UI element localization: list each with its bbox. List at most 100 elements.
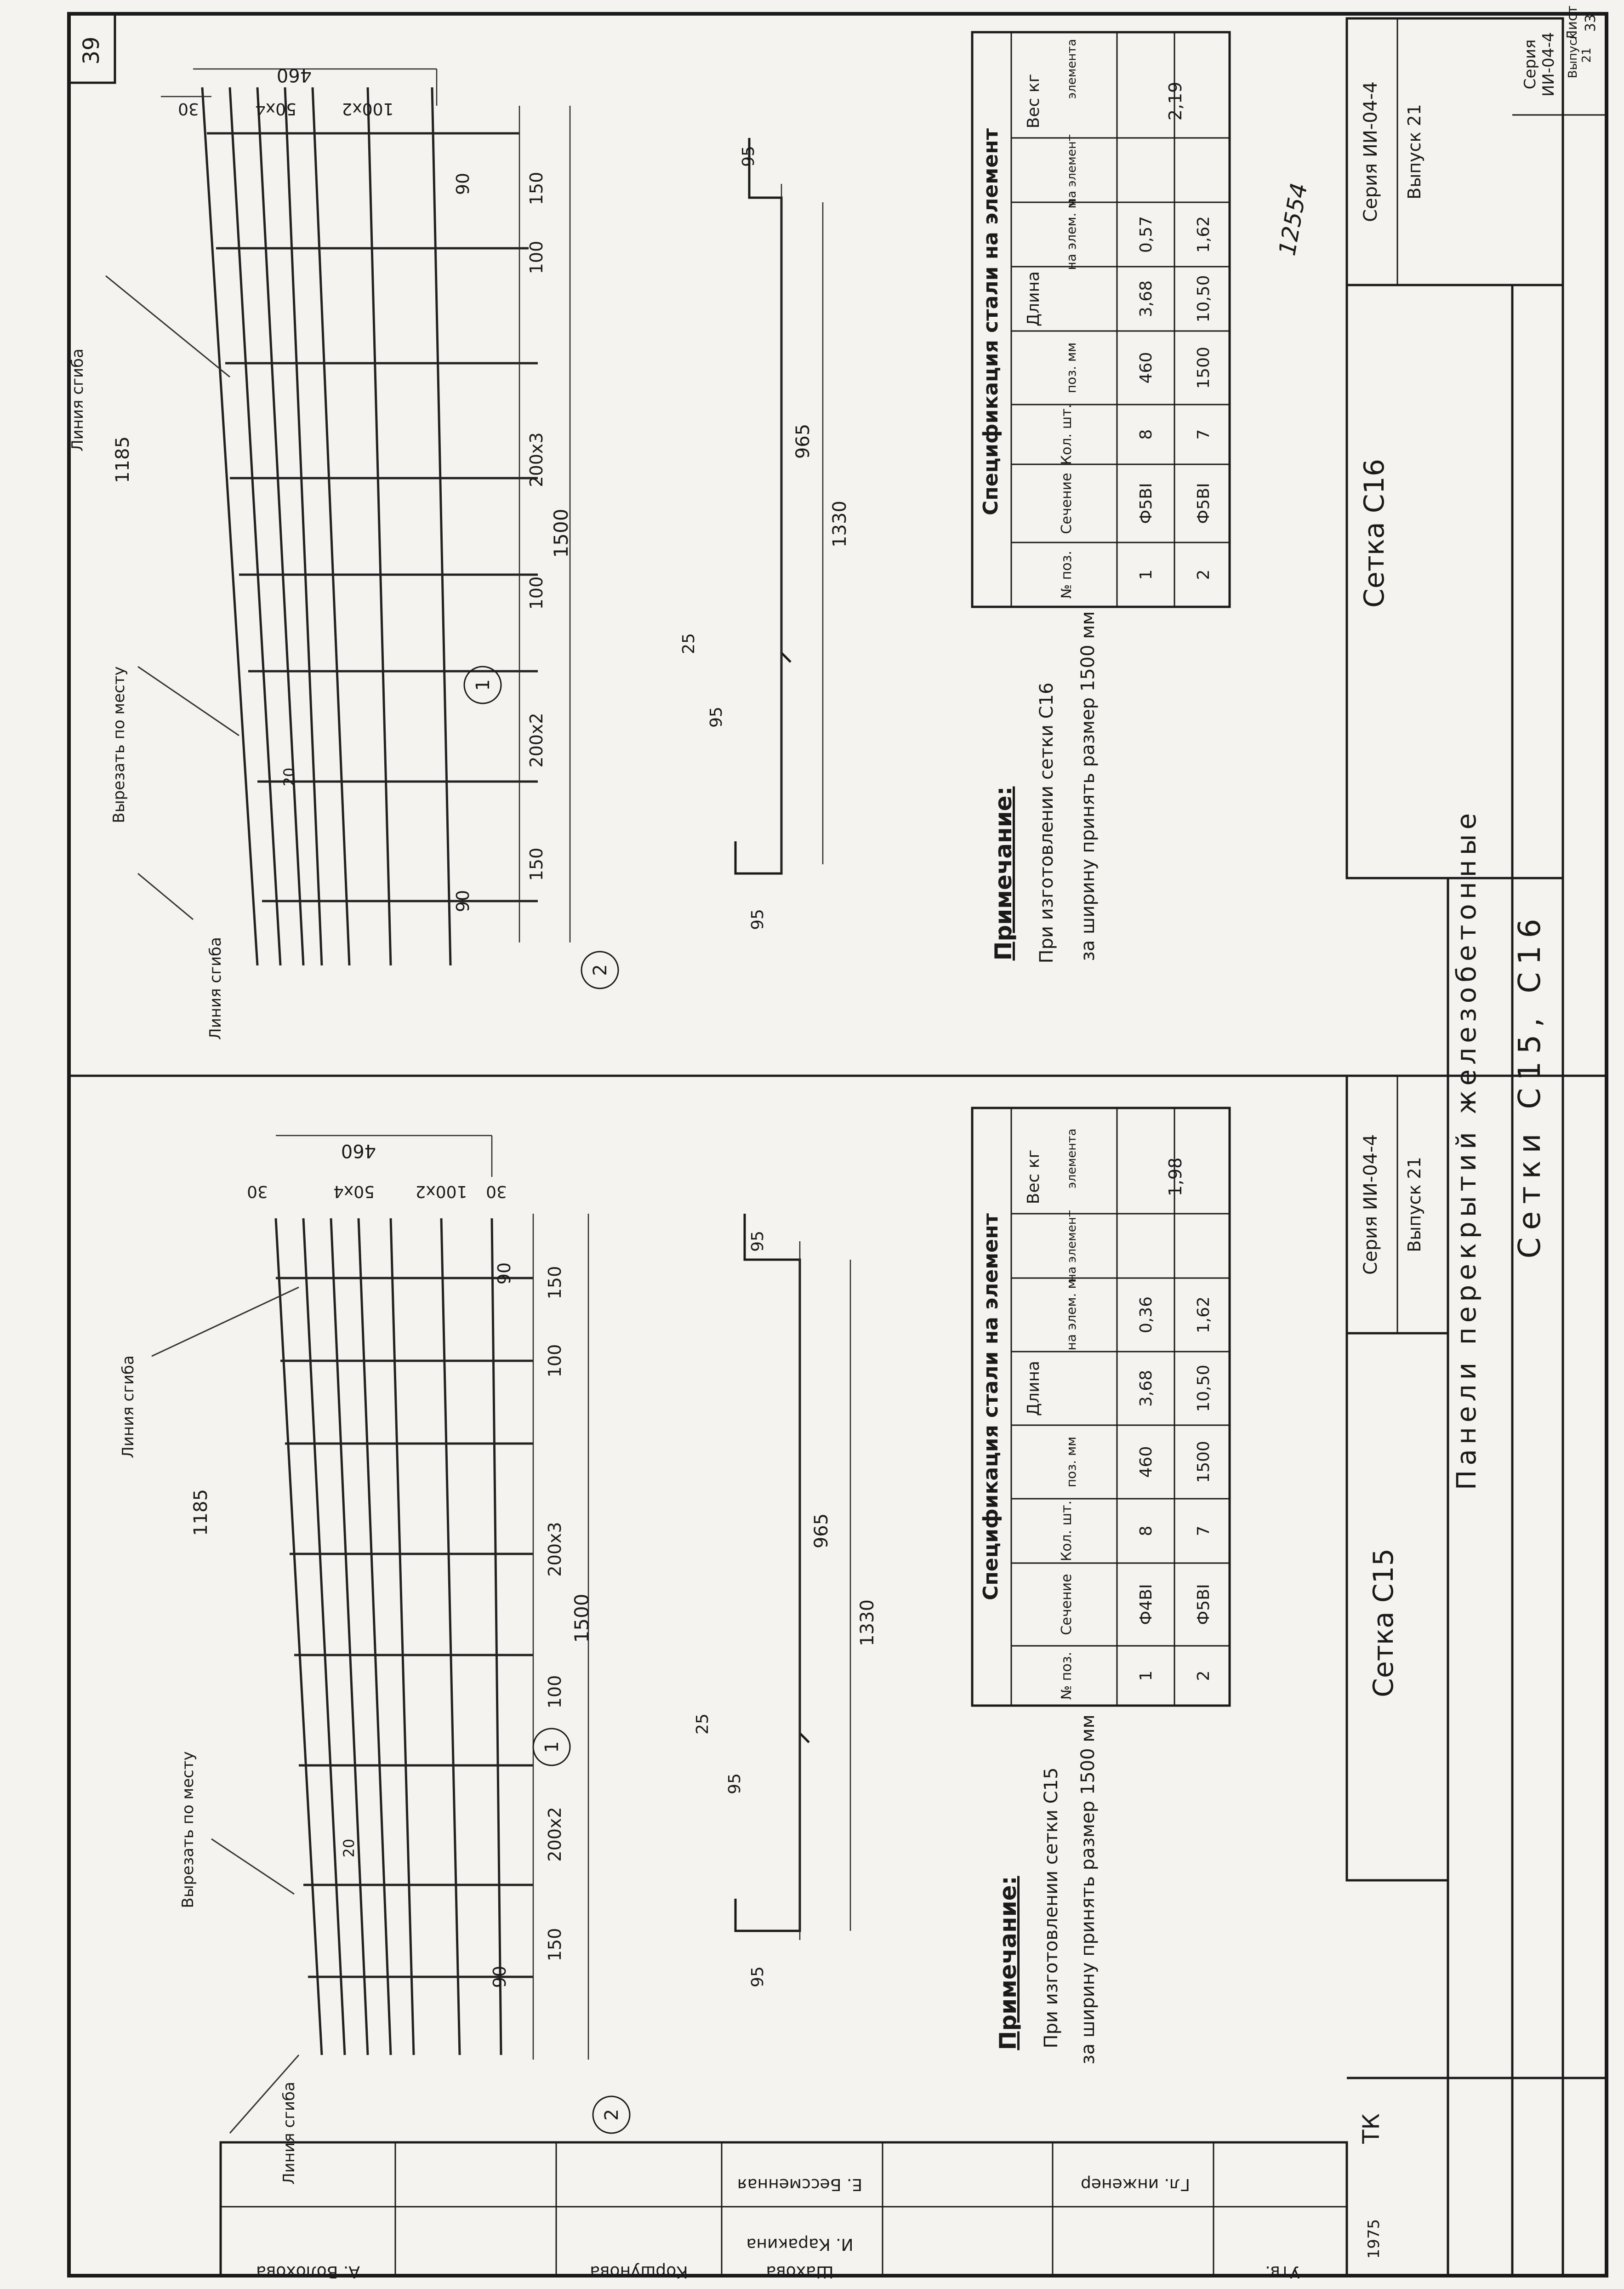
- note-c16: Примечание: При изготовлении сетки С16 з…: [990, 611, 1099, 963]
- org-code: ТК: [1358, 2113, 1385, 2144]
- spec-c16-total-weight: 2,19: [1165, 82, 1185, 121]
- c16-dim-150b: 150: [526, 172, 547, 205]
- c15-dim-200x3: 200x3: [545, 1522, 565, 1576]
- svg-text:1: 1: [541, 1741, 563, 1752]
- spec-c15-r2-qty: 7: [1194, 1526, 1213, 1536]
- issue-c16: Выпуск 21: [1404, 104, 1425, 200]
- spec-c15-r1-w-elem: 0,36: [1137, 1296, 1156, 1333]
- c16-label-cut: Вырезать по месту: [110, 666, 128, 823]
- spec-c15-r1-section: Ф4ВI: [1137, 1584, 1156, 1625]
- spec-c16-h-section: Сечение: [1059, 473, 1075, 534]
- title-block: 12554 Серия ИИ-04-4 Выпуск 21 Сетка С16 …: [1274, 6, 1607, 2276]
- c16-dim-200x3: 200x3: [526, 432, 547, 487]
- spec-c16-r2-section: Ф5ВI: [1194, 483, 1213, 524]
- spec-c15-title: Спецификация стали на элемент: [979, 1213, 1003, 1600]
- c15-dim-100x2: 100x2: [416, 1182, 467, 1201]
- sheet-number-box: 39: [68, 12, 116, 84]
- note-c15-line2: за ширину принять размер 1500 мм: [1077, 1714, 1099, 2064]
- spec-table-c16: Спецификация стали на элемент № поз. Сеч…: [971, 31, 1231, 608]
- c15-dim-100a: 100: [545, 1675, 565, 1709]
- spec-c15-h-len-elem: на элем. м: [1064, 1279, 1079, 1351]
- c15-profile-1330: 1330: [857, 1599, 878, 1646]
- c16-dim-20: 20: [280, 768, 298, 787]
- c16-dim-50x4: 50x4: [255, 99, 296, 118]
- c16-dim-1500: 1500: [550, 509, 572, 558]
- spec-c16-r2-len-pos: 1500: [1194, 347, 1213, 389]
- signature-row3: И. Каракина: [746, 2235, 853, 2254]
- c16-dim-100x2: 100x2: [342, 99, 394, 118]
- spec-table-c15: Спецификация стали на элемент № поз. Сеч…: [971, 1107, 1231, 1707]
- title-c15: Сетка С15: [1368, 1548, 1400, 1697]
- mesh-c16-bars-transverse: [201, 87, 452, 966]
- note-c16-heading: Примечание:: [990, 786, 1017, 960]
- mesh-c15-bars-longitudinal: [276, 1277, 533, 1978]
- spec-c16-r2-len-elem: 10,50: [1194, 275, 1213, 322]
- stamp-number: 12554: [1274, 181, 1313, 258]
- c16-profile-95a: 95: [739, 146, 758, 167]
- c15-dim-90: 90: [490, 1966, 510, 1988]
- spec-c16-h-w-elem: на элемент: [1065, 134, 1079, 206]
- svg-text:2: 2: [590, 964, 611, 976]
- c15-dim-20: 20: [340, 1839, 358, 1858]
- spec-c16-r2-pos: 2: [1194, 570, 1213, 580]
- spec-c15-h-w-total: элемента: [1065, 1129, 1079, 1189]
- c15-dim-1185: 1185: [190, 1489, 211, 1536]
- c15-dim-150b: 150: [545, 1266, 565, 1300]
- spec-c16-r1-len-pos: 460: [1137, 352, 1156, 384]
- issue-value: 21: [1580, 47, 1594, 63]
- signature-row5: Коршунова: [590, 2262, 688, 2281]
- c15-position-marker-2: 2: [592, 2095, 631, 2134]
- issue-c15: Выпуск 21: [1404, 1157, 1425, 1252]
- c16-dim-30: 30: [178, 99, 199, 118]
- c15-dim-100b: 100: [545, 1344, 565, 1378]
- spec-c15-h-weight: Вес кг: [1024, 1150, 1043, 1204]
- mesh-c15-dimensions: 460 30 50x4 100x2 30 1500 90 150 200x2 1…: [190, 1135, 593, 2060]
- series-c16: Серия ИИ-04-4: [1360, 81, 1381, 222]
- series-value: ИИ-04-4: [1539, 32, 1558, 97]
- spec-c16-h-len-elem: на элем. м: [1064, 199, 1079, 270]
- spec-c16-r1-section: Ф5ВI: [1137, 483, 1156, 524]
- spec-c16-r1-w-elem: 0,57: [1137, 216, 1156, 253]
- signature-row1: Гл. инженер: [1081, 2175, 1190, 2194]
- c15-dim-50x4: 50x4: [333, 1182, 375, 1201]
- note-c16-line2: за ширину принять размер 1500 мм: [1077, 611, 1099, 961]
- c16-profile-965: 965: [792, 424, 814, 459]
- c15-dim-90b: 90: [494, 1262, 514, 1284]
- spec-c15-total-weight: 1,98: [1165, 1158, 1185, 1197]
- spec-c16-h-qty: Кол. шт.: [1059, 404, 1075, 465]
- signature-row4: Шахова: [766, 2262, 833, 2281]
- spec-c16-r2-qty: 7: [1194, 429, 1213, 440]
- spec-c16-h-len-pos: поз. мм: [1064, 342, 1079, 393]
- main-title-line2: Сетки С15, С16: [1512, 912, 1547, 1259]
- spec-c16-title: Спецификация стали на элемент: [979, 128, 1003, 515]
- c15-profile-95c: 95: [748, 1966, 767, 1987]
- sheet-number: 39: [79, 36, 104, 64]
- c15-profile-95a: 95: [748, 1231, 767, 1252]
- c15-dim-200x2: 200x2: [545, 1807, 565, 1861]
- svg-text:2: 2: [601, 2109, 622, 2120]
- c16-profile-25: 25: [679, 633, 698, 654]
- spec-c15-r1-len-elem: 3,68: [1137, 1370, 1156, 1407]
- mesh-c16-dimensions: 460 50x4 100x2 30 1500 90 150 200x2 100 …: [112, 64, 572, 942]
- spec-c15-r2-len-elem: 10,50: [1194, 1364, 1213, 1412]
- spec-c15-r1-pos: 1: [1137, 1671, 1156, 1681]
- signature-row7: Утв.: [1265, 2262, 1300, 2281]
- signature-block: Гл. инженер Е. Бессменная И. Каракина Ша…: [219, 2141, 1348, 2281]
- spec-c16-r2-w-elem: 1,62: [1194, 216, 1213, 253]
- c16-profile-section: 95 95 95 25 965 1330: [679, 138, 850, 930]
- c16-position-marker-1: 1: [463, 666, 502, 704]
- c15-profile-section: 95 95 95 25 965 1330: [693, 1214, 878, 1987]
- note-c16-line1: При изготовлении сетки С16: [1036, 683, 1057, 964]
- signature-row2: Е. Бессменная: [737, 2175, 862, 2194]
- c15-profile-25: 25: [693, 1713, 712, 1735]
- c15-dim-150a: 150: [545, 1928, 565, 1962]
- spec-c15-h-w-elem: на элемент: [1065, 1210, 1079, 1282]
- c16-dim-90: 90: [453, 890, 473, 912]
- note-c15-line1: При изготовлении сетки С15: [1041, 1768, 1062, 2049]
- c15-label-cut: Вырезать по месту: [179, 1751, 197, 1908]
- mesh-c15-bars-transverse: [274, 1218, 502, 2055]
- c15-label-bend-2: Линия сгиба: [280, 2082, 298, 2185]
- c16-dim-460: 460: [277, 64, 312, 86]
- sheet-label: Лист: [1564, 6, 1580, 40]
